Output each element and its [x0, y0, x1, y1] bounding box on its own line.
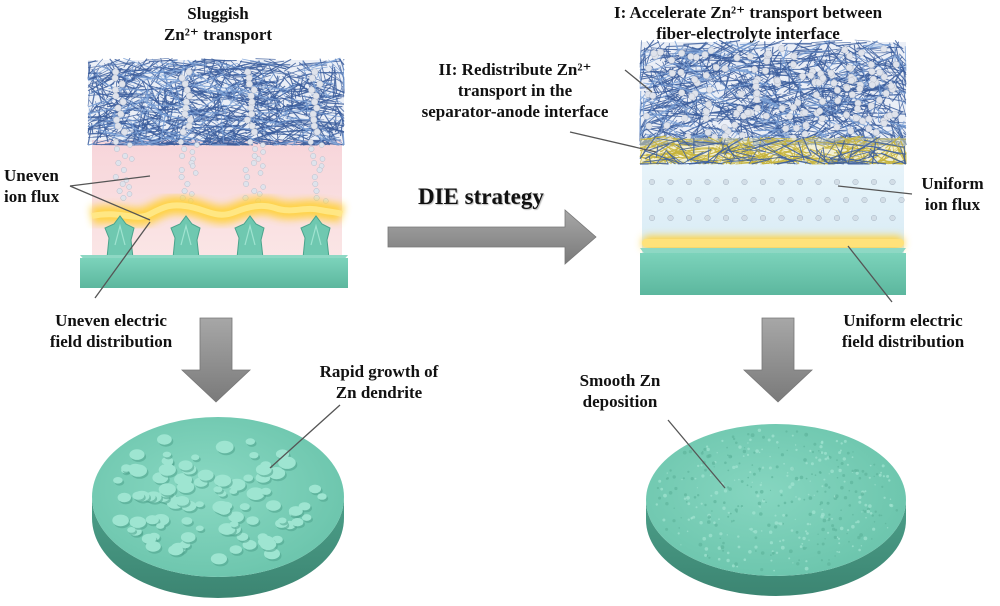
redistribute-line-3: separator-anode interface [421, 102, 609, 121]
smooth-zn-disk [646, 424, 906, 596]
uneven-ion-line-2: ion flux [4, 187, 60, 206]
uneven-field-label: Uneven electric field distribution [26, 310, 196, 352]
uniform-field-label: Uniform electric field distribution [818, 310, 988, 352]
uneven-ion-flux-label: Uneven ion flux [4, 165, 59, 207]
smooth-deposition-label: Smooth Zn deposition [560, 370, 680, 412]
uniform-field-line-1: Uniform electric [843, 311, 963, 330]
dendritic-zn-disk [92, 417, 344, 598]
left-ion-columns [111, 68, 329, 204]
leader-lines [69, 69, 913, 489]
left-separator-fiber-mat [87, 57, 345, 146]
sluggish-transport-label: Sluggish Zn²⁺ transport [118, 3, 318, 45]
right-uniform-ion-grid [648, 178, 905, 222]
right-down-arrow [742, 317, 814, 403]
sluggish-label-line-1: Sluggish [187, 4, 249, 23]
uniform-ion-line-2: ion flux [924, 195, 981, 214]
left-dendrite-tips [104, 215, 331, 259]
left-down-arrow [180, 317, 252, 403]
smooth-line-1: Smooth Zn [579, 371, 661, 390]
redistribute-transport-label: II: Redistribute Zn²⁺ transport in the s… [390, 59, 640, 122]
uneven-field-line-1: Uneven electric [55, 311, 167, 330]
sluggish-label-line-2: Zn²⁺ transport [163, 25, 273, 44]
uneven-ion-line-1: Uneven [4, 166, 59, 185]
accelerate-line-2: fiber-electrolyte interface [656, 24, 840, 43]
right-cell [639, 39, 907, 295]
accelerate-transport-label: I: Accelerate Zn²⁺ transport between fib… [548, 2, 948, 44]
uneven-field-line-2: field distribution [49, 332, 173, 351]
dendrite-line-1: Rapid growth of [319, 362, 439, 381]
left-zinc-anode [80, 255, 348, 288]
die-strategy-arrow [387, 209, 597, 265]
uniform-ion-flux-label: Uniform ion flux [910, 173, 995, 215]
strategy-text: DIE strategy [418, 184, 544, 209]
right-zinc-anode [640, 248, 906, 295]
accelerate-line-1: I: Accelerate Zn²⁺ transport between [613, 3, 883, 22]
dendrite-line-2: Zn dendrite [335, 383, 423, 402]
smooth-surface-texture [655, 428, 899, 572]
dendrite-growth-label: Rapid growth of Zn dendrite [294, 361, 464, 403]
uniform-ion-line-1: Uniform [921, 174, 984, 193]
right-uniform-field-glow [642, 236, 904, 250]
redistribute-line-2: transport in the [457, 81, 573, 100]
right-interface-layer [639, 135, 907, 165]
redistribute-line-1: II: Redistribute Zn²⁺ [438, 60, 592, 79]
dendrite-bumps [112, 434, 329, 567]
uniform-field-line-2: field distribution [841, 332, 965, 351]
right-separator-fiber-mat [639, 39, 907, 146]
left-uneven-field-glow [90, 196, 345, 226]
left-cell [80, 57, 348, 288]
smooth-line-2: deposition [582, 392, 658, 411]
die-strategy-label: DIE strategy [418, 184, 544, 209]
